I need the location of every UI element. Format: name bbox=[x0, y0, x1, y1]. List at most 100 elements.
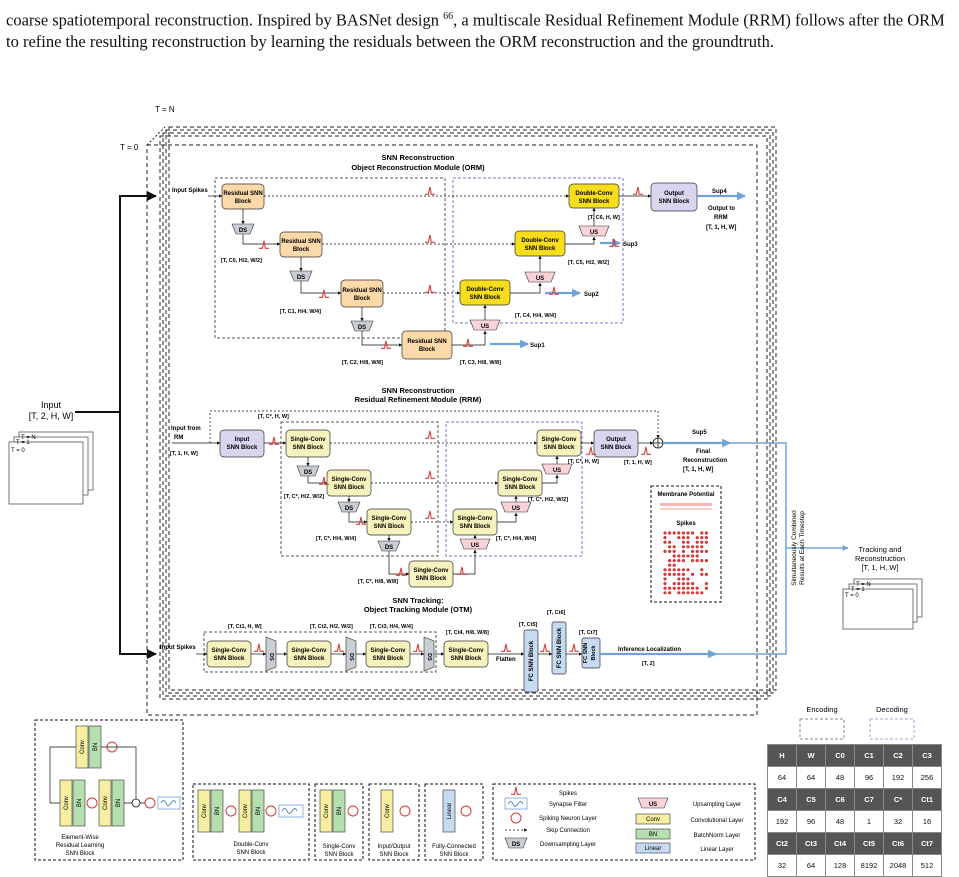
svg-text:Reconstruction: Reconstruction bbox=[855, 554, 905, 563]
svg-text:SNN Block: SNN Block bbox=[379, 852, 409, 858]
svg-text:FC SNN Block: FC SNN Block bbox=[529, 640, 535, 681]
svg-text:Single-Conv: Single-Conv bbox=[371, 516, 407, 522]
svg-text:Block: Block bbox=[293, 247, 310, 253]
orm-sup4: Sup4 bbox=[712, 189, 727, 195]
spike-dot bbox=[668, 540, 672, 544]
rrm-sup5: Sup5 bbox=[692, 430, 707, 436]
spike-dot bbox=[672, 572, 676, 577]
svg-text:US: US bbox=[536, 276, 544, 282]
spike-dot bbox=[668, 591, 672, 595]
svg-text:DS: DS bbox=[348, 653, 354, 661]
input-stack-t1: T = 1 bbox=[16, 440, 30, 446]
svg-text:US: US bbox=[590, 230, 598, 236]
orm-output-to-1: Output to bbox=[708, 206, 735, 212]
svg-text:SNN Block: SNN Block bbox=[439, 852, 469, 858]
rrm-shape-h8: [T, C*, H/8, W/8] bbox=[358, 579, 398, 585]
otm-ds-2: DS bbox=[345, 636, 357, 672]
spike-dot bbox=[704, 586, 709, 590]
svg-text:Tracking and: Tracking and bbox=[858, 545, 901, 554]
combined-text-1: Simultaneously Combined bbox=[791, 510, 798, 586]
spike-dot bbox=[663, 540, 667, 544]
spike-dot bbox=[663, 536, 667, 540]
input-label: Input bbox=[41, 400, 62, 410]
svg-text:Output: Output bbox=[606, 437, 626, 443]
svg-text:SNN Block: SNN Block bbox=[374, 524, 405, 530]
svg-text:Single-Conv: Single-Conv bbox=[290, 437, 326, 443]
svg-text:DS: DS bbox=[358, 325, 366, 331]
spike-dot bbox=[686, 586, 690, 590]
otm-shape-ct1: [T, Ct1, H, W] bbox=[228, 624, 262, 630]
intro-paragraph: coarse spatiotemporal reconstruction. In… bbox=[6, 10, 945, 51]
spike-dot bbox=[686, 554, 690, 558]
spike-dot bbox=[700, 559, 704, 563]
otm-shape-ct2: [T, Ct2, H/2, W/2] bbox=[310, 624, 353, 630]
svg-text:T = 1: T = 1 bbox=[851, 587, 865, 593]
spike-raster bbox=[663, 531, 709, 595]
orm-title-2: Object Reconstruction Module (ORM) bbox=[351, 163, 485, 172]
decoding-label: Decoding bbox=[876, 705, 908, 714]
spike-dot bbox=[686, 531, 690, 535]
svg-text:Residual SNN: Residual SNN bbox=[407, 339, 446, 345]
orm-shape-c2: [T, C2, H/8, W/8] bbox=[342, 360, 383, 366]
encoding-label: Encoding bbox=[806, 705, 837, 714]
otm-shape-ct6: [T, Ct6] bbox=[547, 610, 566, 616]
svg-text:Double-Conv: Double-Conv bbox=[521, 238, 559, 244]
orm-double-conv-2: Double-Conv SNN Block bbox=[514, 230, 566, 257]
spike-dot bbox=[668, 549, 672, 554]
spike-dot bbox=[700, 545, 704, 549]
svg-text:SNN Block: SNN Block bbox=[601, 445, 632, 451]
spike-dot bbox=[677, 577, 681, 581]
spike-dot bbox=[668, 531, 672, 535]
spike-dot bbox=[700, 591, 704, 595]
timestep-frames bbox=[146, 126, 777, 716]
spike-dot bbox=[677, 582, 681, 586]
spike-dot bbox=[695, 545, 699, 549]
rrm-ds-1: DS bbox=[296, 465, 320, 477]
svg-text:DS: DS bbox=[304, 470, 312, 476]
input-stack-t0: T = 0 bbox=[11, 448, 25, 454]
rrm-us-1: US bbox=[459, 538, 491, 550]
svg-text:SNN Block: SNN Block bbox=[324, 852, 354, 858]
legend-single-conv: Conv BN Single-Conv SNN Block bbox=[314, 783, 364, 861]
svg-text:Conv: Conv bbox=[202, 804, 208, 818]
spike-dot bbox=[663, 591, 667, 595]
otm-shape-ct4: [T, Ct4, H/8, W/8] bbox=[446, 630, 489, 636]
spike-dot bbox=[663, 582, 667, 586]
orm-residual-block-4: Residual SNN Block bbox=[401, 330, 453, 360]
svg-text:Convolutional Layer: Convolutional Layer bbox=[690, 818, 743, 824]
svg-text:DS: DS bbox=[512, 842, 520, 848]
spike-dot bbox=[704, 540, 709, 544]
legend-fc: Linear Fully-Connected SNN Block bbox=[424, 783, 484, 861]
spike-dot bbox=[686, 540, 690, 544]
svg-text:DS: DS bbox=[268, 653, 274, 661]
rrm-ds-3: DS bbox=[377, 540, 401, 552]
rrm-shape-h2-dec: [T, C*, H/2, W/2] bbox=[528, 497, 568, 503]
spike-dot bbox=[672, 586, 676, 590]
rrm-output-block: Output SNN Block bbox=[593, 429, 639, 458]
frame-label-t0: T = 0 bbox=[120, 143, 139, 152]
spike-dot bbox=[695, 536, 699, 540]
spike-dot bbox=[681, 554, 686, 558]
svg-text:SNN Block: SNN Block bbox=[227, 445, 258, 451]
rrm-shape-h4-dec: [T, C*, H/4, W/4] bbox=[496, 536, 536, 542]
orm-residual-block-1: Residual SNN Block bbox=[221, 183, 265, 210]
legend-symbols: Spikes Synapse Filter Spiking Neuron Lay… bbox=[492, 783, 756, 861]
input-shape: [T, 2, H, W] bbox=[29, 411, 74, 421]
spike-dot bbox=[677, 591, 681, 595]
spike-dot bbox=[704, 572, 709, 577]
svg-text:Upsampling Layer: Upsampling Layer bbox=[693, 802, 741, 808]
svg-text:Conv: Conv bbox=[646, 817, 660, 823]
spike-dot bbox=[681, 568, 686, 572]
orm-residual-block-3: Residual SNN Block bbox=[340, 279, 384, 308]
spike-dot bbox=[681, 577, 686, 581]
rrm-skip-shape: [T, C*, H, W] bbox=[258, 414, 289, 420]
otm-fc-block-2: FC SNN Block bbox=[551, 621, 567, 675]
membrane-panel: Membrane Potential Spikes bbox=[650, 485, 722, 603]
spike-dot bbox=[663, 531, 667, 535]
svg-text:BN: BN bbox=[337, 807, 343, 815]
svg-text:Residual SNN: Residual SNN bbox=[223, 191, 262, 197]
